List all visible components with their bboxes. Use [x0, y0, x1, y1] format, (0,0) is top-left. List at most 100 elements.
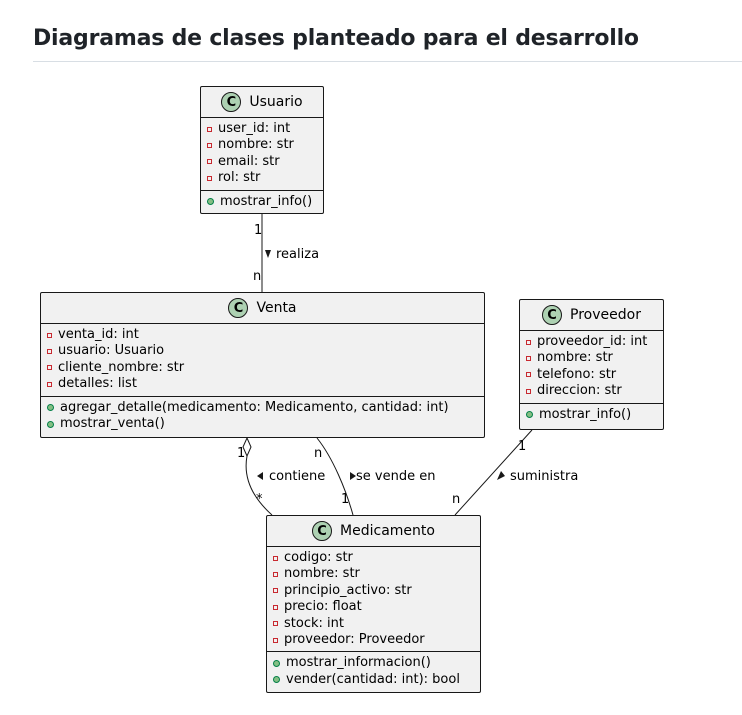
direction-arrow-se-vende-en — [350, 472, 356, 480]
private-icon — [207, 159, 212, 165]
relation-line-suministra — [454, 429, 533, 516]
private-icon — [273, 637, 278, 643]
attribute-text: codigo: str — [284, 550, 353, 565]
mult-realiza-usuario: 1 — [254, 223, 262, 238]
attribute-text: venta_id: int — [58, 327, 139, 342]
private-icon — [526, 388, 531, 394]
methods-medicamento: mostrar_informacion() vender(cantidad: i… — [267, 651, 480, 691]
relation-line-se-vende-en — [316, 437, 354, 516]
class-name-usuario: Usuario — [249, 93, 303, 110]
attribute-text: precio: float — [284, 599, 362, 615]
private-icon — [47, 332, 52, 338]
label-realiza: realiza — [276, 247, 319, 262]
class-usuario: C Usuario user_id: int nombre: str email… — [200, 86, 324, 214]
class-header-proveedor: C Proveedor — [520, 300, 663, 331]
direction-arrow-contiene — [257, 472, 263, 480]
class-header-venta: C Venta — [41, 293, 484, 324]
public-icon — [47, 404, 54, 412]
method-text: vender(cantidad: int): bool — [286, 671, 460, 687]
class-name-medicamento: Medicamento — [340, 522, 435, 539]
attribute-text: email: str — [218, 153, 280, 169]
mult-suministra-medicamento: n — [452, 492, 460, 507]
attribute-row: proveedor_id: int — [526, 334, 663, 350]
attributes-usuario: user_id: int nombre: str email: str rol:… — [201, 118, 323, 190]
attributes-venta: venta_id: int usuario: Usuario cliente_n… — [41, 324, 484, 396]
method-text: mostrar_info() — [220, 193, 313, 209]
attributes-proveedor: proveedor_id: int nombre: str telefono: … — [520, 331, 663, 403]
public-icon — [207, 198, 214, 206]
attribute-row: codigo: str — [273, 550, 480, 566]
class-icon: C — [221, 92, 242, 112]
attribute-text: nombre: str — [284, 566, 360, 582]
private-icon — [273, 604, 278, 610]
attribute-row: email: str — [207, 154, 323, 170]
class-icon: C — [312, 521, 333, 541]
attribute-row: principio_activo: str — [273, 583, 480, 599]
methods-usuario: mostrar_info() — [201, 189, 323, 213]
method-text: mostrar_informacion() — [286, 655, 431, 671]
public-icon — [526, 411, 533, 419]
attribute-text: proveedor_id: int — [537, 334, 648, 349]
attributes-medicamento: codigo: str nombre: str principio_activo… — [267, 547, 480, 651]
class-header-usuario: C Usuario — [201, 87, 323, 118]
attribute-row: user_id: int — [207, 121, 323, 137]
private-icon — [273, 555, 278, 561]
method-row: mostrar_info() — [526, 407, 663, 423]
attribute-row: rol: str — [207, 170, 323, 186]
private-icon — [273, 572, 278, 578]
attribute-text: proveedor: Proveedor — [284, 631, 425, 647]
class-proveedor: C Proveedor proveedor_id: int nombre: st… — [519, 299, 664, 430]
attribute-row: nombre: str — [526, 350, 663, 366]
class-name-venta: Venta — [256, 299, 297, 316]
private-icon — [207, 143, 212, 149]
private-icon — [47, 381, 52, 387]
attribute-row: proveedor: Proveedor — [273, 632, 480, 648]
attribute-text: user_id: int — [218, 121, 291, 136]
attribute-row: direccion: str — [526, 383, 663, 399]
aggregation-diamond — [242, 436, 252, 458]
attribute-text: principio_activo: str — [284, 582, 412, 598]
class-icon: C — [228, 298, 249, 318]
class-name-proveedor: Proveedor — [570, 306, 641, 323]
method-text: mostrar_info() — [539, 406, 632, 422]
relation-line-contiene — [245, 455, 273, 516]
label-contiene: contiene — [269, 469, 325, 484]
attribute-text: usuario: Usuario — [58, 343, 165, 359]
attribute-row: stock: int — [273, 616, 480, 632]
attribute-row: cliente_nombre: str — [47, 360, 484, 376]
mult-se-vende-en-venta: n — [314, 446, 322, 461]
attribute-text: rol: str — [218, 170, 261, 186]
class-header-medicamento: C Medicamento — [267, 516, 480, 547]
private-icon — [207, 126, 212, 132]
mult-contiene-venta: 1 — [237, 446, 245, 461]
private-icon — [207, 175, 212, 181]
attribute-text: telefono: str — [537, 366, 617, 382]
mult-realiza-venta: n — [253, 269, 261, 284]
attribute-text: cliente_nombre: str — [58, 359, 185, 375]
private-icon — [47, 349, 52, 355]
private-icon — [526, 339, 531, 345]
mult-se-vende-en-medicamento: 1 — [341, 492, 349, 507]
attribute-text: stock: int — [284, 615, 344, 631]
private-icon — [47, 365, 52, 371]
attribute-text: direccion: str — [537, 383, 622, 399]
mult-suministra-proveedor: 1 — [518, 439, 526, 454]
class-medicamento: C Medicamento codigo: str nombre: str pr… — [266, 515, 481, 693]
attribute-text: nombre: str — [537, 350, 613, 366]
public-icon — [273, 676, 280, 684]
method-row: vender(cantidad: int): bool — [273, 672, 480, 688]
private-icon — [273, 588, 278, 594]
attribute-row: nombre: str — [273, 566, 480, 582]
mult-contiene-medicamento: * — [256, 492, 263, 507]
method-row: mostrar_info() — [207, 194, 323, 210]
attribute-row: usuario: Usuario — [47, 343, 484, 359]
label-se-vende-en: se vende en — [356, 469, 435, 484]
attribute-text: nombre: str — [218, 137, 294, 153]
attribute-row: nombre: str — [207, 137, 323, 153]
attribute-row: venta_id: int — [47, 327, 484, 343]
title-divider — [33, 61, 742, 62]
method-row: agregar_detalle(medicamento: Medicamento… — [47, 400, 484, 416]
public-icon — [273, 660, 280, 668]
class-icon: C — [542, 305, 563, 325]
